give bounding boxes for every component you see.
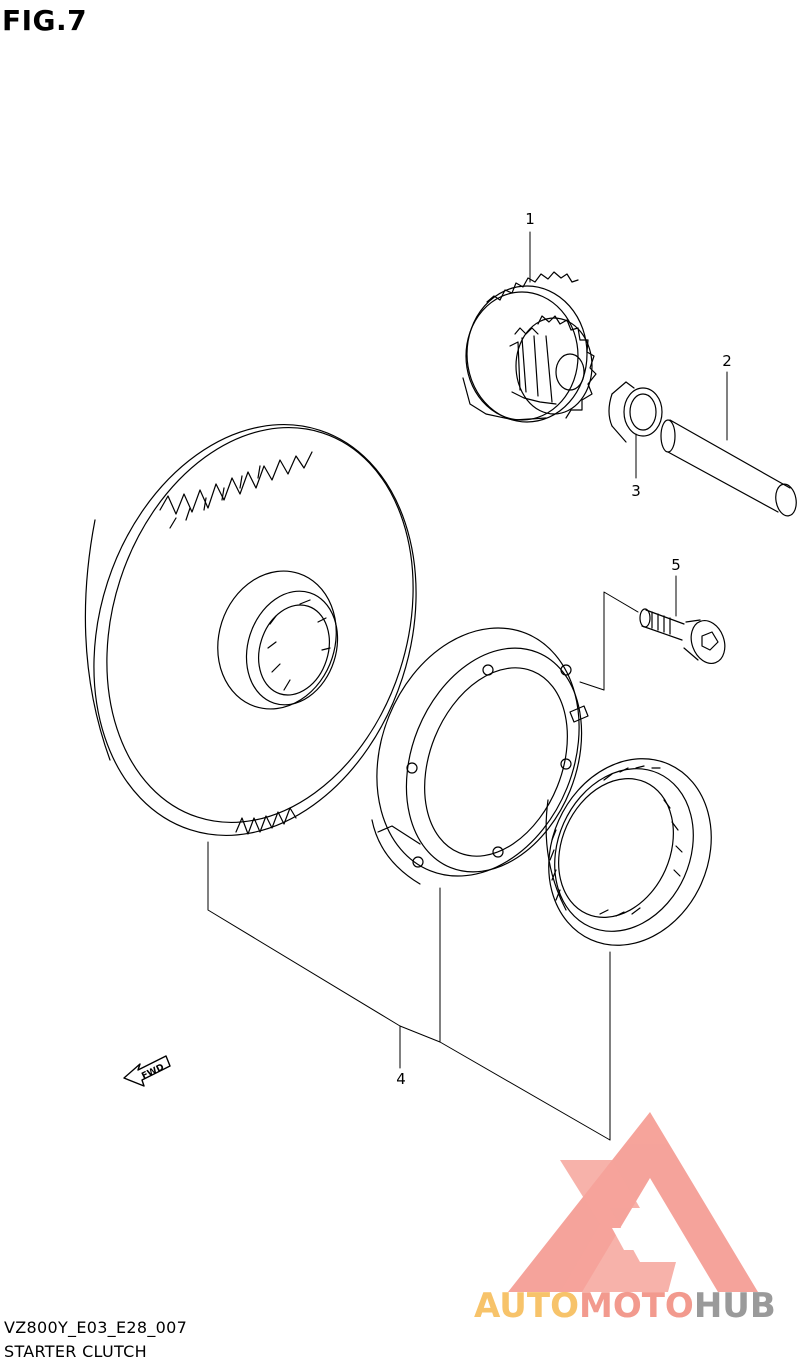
callout-2: 2 (722, 352, 732, 370)
part-4-driven-gear (84, 424, 417, 836)
part-4-one-way-clutch (545, 758, 712, 946)
callout-3: 3 (631, 482, 641, 500)
figure-title: FIG.7 (2, 4, 88, 37)
part-4-clutch-housing (371, 627, 589, 885)
callout-5: 5 (671, 556, 681, 574)
fwd-arrow-icon (123, 1055, 171, 1087)
leader-lines (207, 231, 728, 1141)
callout-1: 1 (525, 210, 535, 228)
model-code: VZ800Y_E03_E28_007 (4, 1318, 188, 1337)
watermark-moto: MOTO (578, 1286, 694, 1326)
callout-4: 4 (396, 1070, 406, 1088)
part-5-bolt (639, 608, 726, 664)
watermark-logo-icon (508, 1112, 758, 1292)
section-name: STARTER CLUTCH (4, 1342, 147, 1361)
watermark-hub: HUB (693, 1286, 776, 1326)
part-3-bushing (608, 381, 663, 443)
watermark-wordmark: AUTOMOTOHUB (474, 1286, 776, 1326)
part-1-idler-gear (462, 271, 597, 423)
watermark-auto: AUTO (474, 1286, 579, 1326)
part-2-shaft (660, 419, 797, 517)
